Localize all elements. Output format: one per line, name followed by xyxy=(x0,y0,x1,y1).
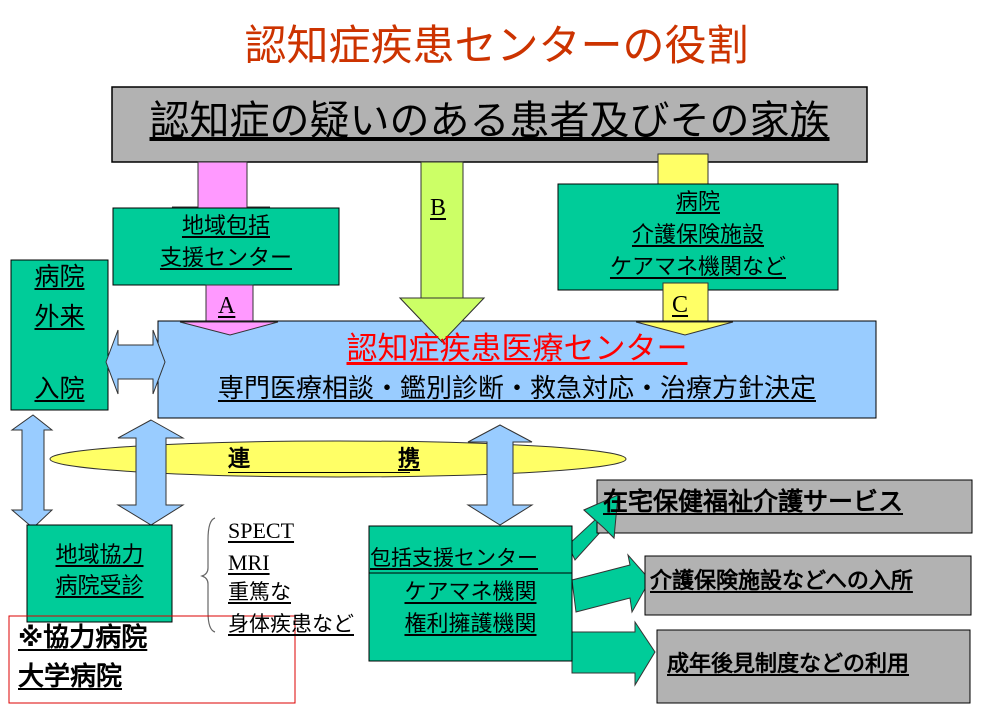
bracket-item-physical: 身体疾患など xyxy=(228,612,354,636)
hospital-line-2: 介護保険施設 xyxy=(631,223,764,248)
outcome-label-3: 成年後見制度などの利用 xyxy=(667,652,910,677)
page-title: 認知症疾患センターの役割 xyxy=(244,21,749,70)
bracket-item-mri: MRI xyxy=(228,550,270,575)
renkei-ellipse xyxy=(49,440,627,478)
route-a-label: A xyxy=(218,293,236,319)
partner-line-2: 病院受診 xyxy=(55,574,144,599)
chiiki-line-1: 地域包括 xyxy=(181,214,270,239)
outpatient-box xyxy=(10,259,109,411)
chiiki-line-2: 支援センター xyxy=(159,246,292,271)
partner-hospital-box xyxy=(26,524,173,623)
double-arrow-outpatient-center xyxy=(105,329,166,395)
center-box xyxy=(157,320,877,419)
bracket-item-spect: SPECT xyxy=(228,518,295,543)
support-box xyxy=(368,525,573,662)
pink-arrow-upper xyxy=(171,161,271,216)
outpatient-line-2: 外来 xyxy=(34,302,85,331)
double-arrow-left xyxy=(10,414,54,529)
renkei-char-1: 連 xyxy=(228,447,411,474)
double-arrow-support xyxy=(466,424,534,526)
outcome-label-1: 在宅保健福祉介護サービス xyxy=(603,487,904,516)
center-functions: 専門医療相談・鑑別診断・救急対応・治療方針決定 xyxy=(217,374,816,404)
outcome-box-3 xyxy=(656,629,971,704)
outcome-label-2: 介護保険施設などへの入所 xyxy=(650,569,913,594)
partner-line-1: 地域協力 xyxy=(55,543,144,568)
hospital-line-1: 病院 xyxy=(675,190,720,215)
note-frame xyxy=(8,615,296,704)
hospital-line-3: ケアマネ機関など xyxy=(609,255,786,280)
outcome-box-1 xyxy=(596,479,973,534)
outcome-arrow-3 xyxy=(571,620,656,687)
outcome-box-2 xyxy=(644,555,972,616)
top-box-label: 認知症の疑いのある患者及びその家族 xyxy=(149,98,830,144)
route-c-label: C xyxy=(672,292,689,318)
support-line-3: 権利擁護機関 xyxy=(404,612,537,637)
support-line-1: 包括支援センター xyxy=(370,546,538,570)
outpatient-line-1: 病院 xyxy=(34,262,85,291)
note-line-2: 大学病院 xyxy=(18,662,123,692)
chiiki-box xyxy=(112,207,340,286)
bracket xyxy=(200,517,216,633)
outpatient-line-3: 入院 xyxy=(34,374,85,403)
route-b-label: B xyxy=(430,195,447,221)
note-line-1: ※協力病院 xyxy=(18,623,148,653)
bracket-item-severe: 重篤な xyxy=(228,580,291,604)
hospital-care-box xyxy=(557,183,839,291)
renkei-char-2: 携 xyxy=(398,447,421,472)
center-name: 認知症疾患医療センター xyxy=(346,331,688,367)
top-box xyxy=(111,86,868,163)
support-line-2: ケアマネ機関 xyxy=(404,580,537,605)
outcome-arrow-2 xyxy=(571,553,651,614)
